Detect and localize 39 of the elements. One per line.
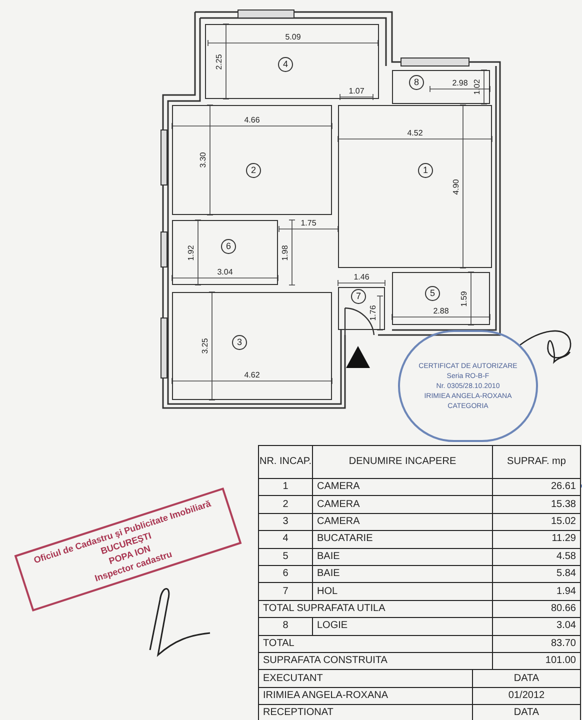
official-stamp <box>14 487 242 612</box>
dimension-label: 2.98 <box>452 78 468 88</box>
room-outline <box>172 105 332 215</box>
dimension-label: 1.46 <box>354 272 370 282</box>
dimension-label: 1.92 <box>186 244 196 260</box>
room-outline <box>338 287 385 330</box>
dimension-label: 1.98 <box>280 244 290 260</box>
dimension-label: 1.07 <box>348 86 364 96</box>
dimension-label: 1.76 <box>368 305 378 321</box>
room-outline <box>338 105 492 268</box>
room-number: 7 <box>351 289 366 304</box>
room-outline <box>172 220 278 285</box>
room-outline <box>205 24 379 99</box>
dimension-label: 4.66 <box>244 116 260 124</box>
room-outline <box>392 70 490 104</box>
room-number: 5 <box>425 286 440 301</box>
dimension-label: 2.25 <box>214 54 224 70</box>
room-number: 2 <box>246 163 261 178</box>
table-cell: SUPRAF. mp <box>492 445 581 479</box>
table-cell: NR. INCAP. <box>258 445 313 479</box>
dimension-label: 4.90 <box>452 178 460 194</box>
room-number: 8 <box>409 75 424 90</box>
dimension-label: 1.75 <box>300 218 316 228</box>
dimension-label: 4.62 <box>244 370 260 380</box>
dimension-label: 3.30 <box>198 152 208 168</box>
dimension-label: 3.25 <box>200 338 210 354</box>
room-number: 6 <box>221 239 236 254</box>
dimension-label: 3.04 <box>217 268 233 276</box>
room-outline <box>172 292 332 400</box>
dimension-label: 5.09 <box>285 32 301 42</box>
room-number: 1 <box>418 163 433 178</box>
room-outline <box>392 272 490 325</box>
room-number: 3 <box>232 335 247 350</box>
dimension-label: 1.02 <box>472 79 482 95</box>
dimension-label: 1.59 <box>460 290 468 306</box>
dimension-label: 2.88 <box>433 306 449 316</box>
room-number: 4 <box>278 57 293 72</box>
dimension-label: 4.52 <box>407 128 423 138</box>
certificate-stamp <box>398 330 538 442</box>
